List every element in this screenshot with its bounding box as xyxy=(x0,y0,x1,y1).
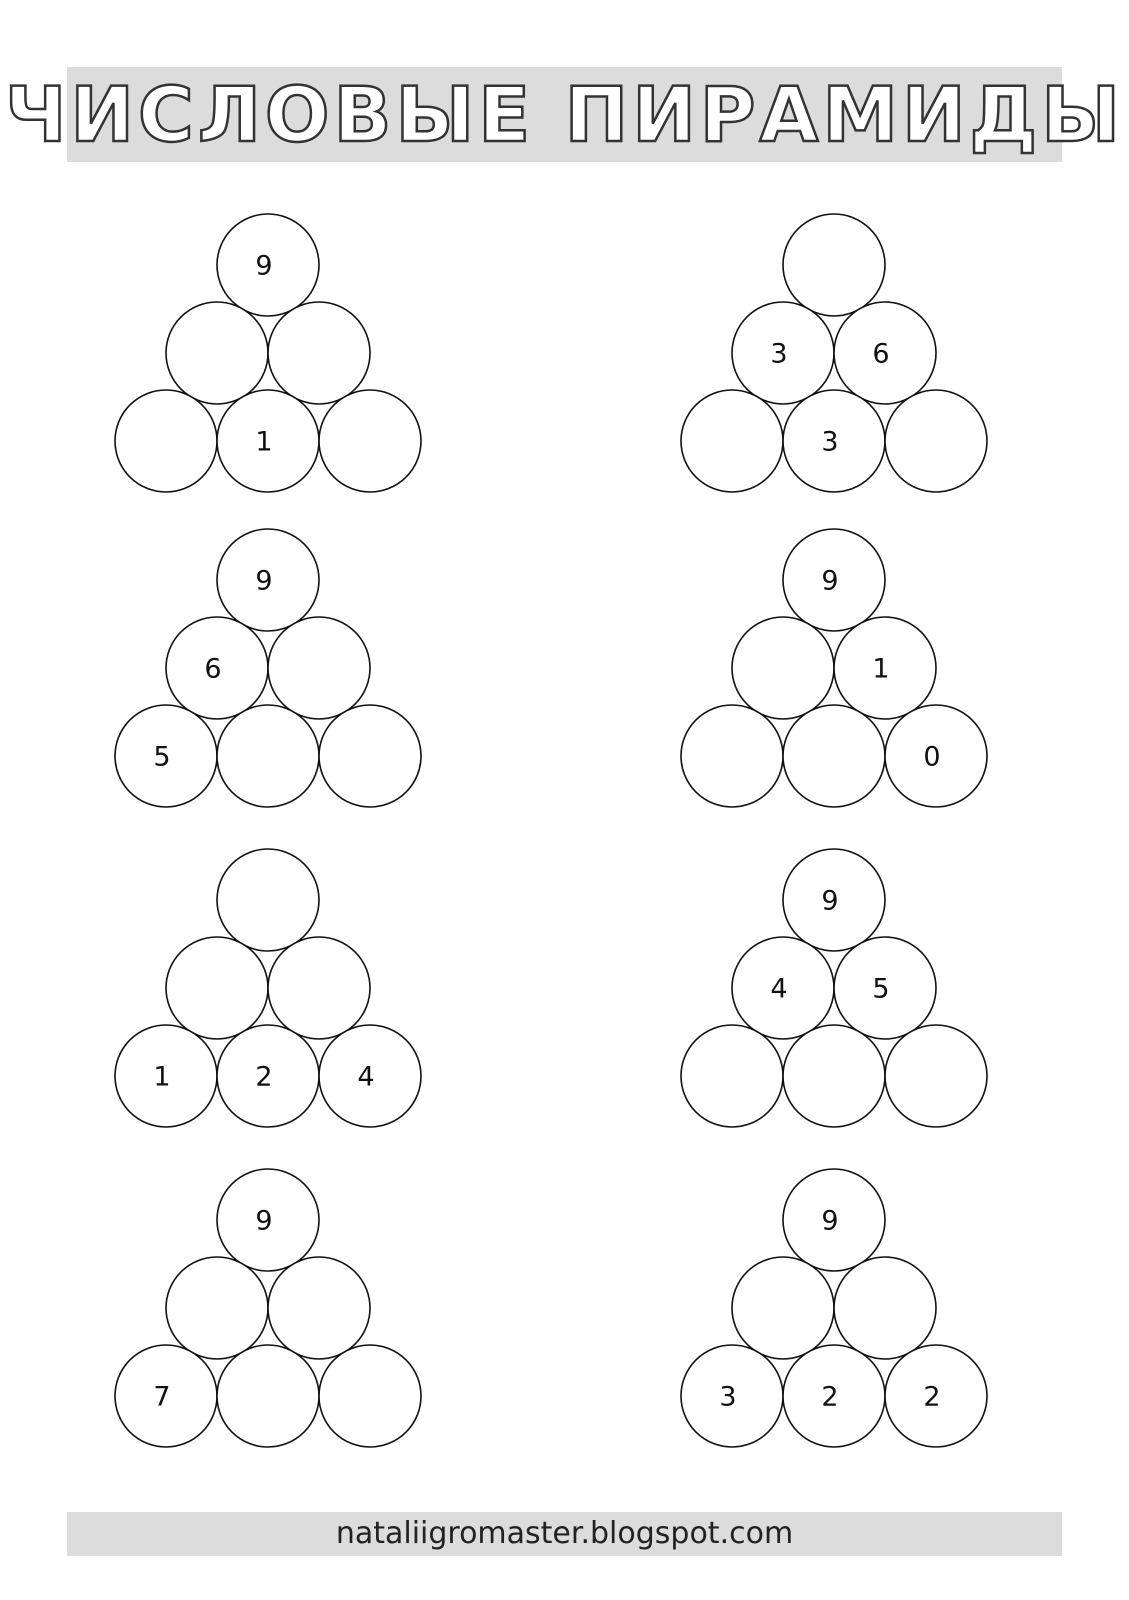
pyramid-3: 9 6 5 xyxy=(114,528,422,808)
pyramid-cell[interactable] xyxy=(680,1024,784,1128)
pyramid-1: 91 xyxy=(114,213,422,493)
pyramid-cell[interactable] xyxy=(782,848,886,952)
pyramid-cell[interactable] xyxy=(782,704,886,808)
pyramid-cell[interactable] xyxy=(680,704,784,808)
title-banner: ЧИСЛОВЫЕ ПИРАМИДЫ xyxy=(4,67,1121,162)
page-title: ЧИСЛОВЫЕ ПИРАМИДЫ xyxy=(4,69,1124,159)
pyramid-cell[interactable] xyxy=(267,301,371,405)
pyramid-cell[interactable] xyxy=(884,1024,988,1128)
pyramid-cell-value: 9 xyxy=(821,566,838,597)
pyramid-cell[interactable] xyxy=(731,616,835,720)
pyramid-cell-value: 2 xyxy=(821,1382,838,1413)
pyramid-cell-value: 1 xyxy=(153,1062,170,1093)
pyramid-cell[interactable] xyxy=(782,1168,886,1272)
pyramid-cell-value: 4 xyxy=(357,1062,374,1093)
pyramid-cell[interactable] xyxy=(731,1256,835,1360)
pyramid-cell[interactable] xyxy=(884,1344,988,1448)
pyramid-cell-value: 0 xyxy=(923,742,940,773)
pyramid-cell-value: 3 xyxy=(821,427,838,458)
pyramid-cell[interactable] xyxy=(884,389,988,493)
pyramid-cell[interactable] xyxy=(165,301,269,405)
pyramid-cell-value: 6 xyxy=(872,339,889,370)
pyramid-cell[interactable] xyxy=(782,528,886,632)
pyramid-cell[interactable] xyxy=(833,936,937,1040)
pyramid-6: 9 4 5 xyxy=(680,848,988,1128)
pyramid-cell-value: 9 xyxy=(255,566,272,597)
pyramid-cell[interactable] xyxy=(318,1024,422,1128)
pyramid-cell[interactable] xyxy=(216,1344,320,1448)
pyramid-cell[interactable] xyxy=(216,213,320,317)
pyramid-cell[interactable] xyxy=(782,213,886,317)
pyramid-cell[interactable] xyxy=(216,528,320,632)
pyramid-cell[interactable] xyxy=(884,704,988,808)
pyramid-4: 9 1 0 xyxy=(680,528,988,808)
pyramid-cell[interactable] xyxy=(216,848,320,952)
pyramid-cell-value: 9 xyxy=(255,251,272,282)
pyramid-cell-value: 3 xyxy=(770,339,787,370)
pyramid-cell-value: 4 xyxy=(770,974,787,1005)
pyramid-cell[interactable] xyxy=(318,1344,422,1448)
pyramid-cell[interactable] xyxy=(318,389,422,493)
pyramid-cell[interactable] xyxy=(782,1024,886,1128)
pyramid-cell[interactable] xyxy=(680,389,784,493)
pyramid-cell-value: 1 xyxy=(872,654,889,685)
pyramid-cell[interactable] xyxy=(216,1168,320,1272)
pyramid-7: 97 xyxy=(114,1168,422,1448)
pyramid-cell[interactable] xyxy=(833,616,937,720)
footer-banner: nataliigromaster.blogspot.com xyxy=(67,1512,1062,1556)
pyramid-cell-value: 2 xyxy=(923,1382,940,1413)
pyramid-cell[interactable] xyxy=(216,704,320,808)
pyramid-8: 9 3 2 2 xyxy=(680,1168,988,1448)
pyramid-cell[interactable] xyxy=(318,704,422,808)
pyramid-cell[interactable] xyxy=(165,1256,269,1360)
pyramid-cell[interactable] xyxy=(267,936,371,1040)
pyramid-cell[interactable] xyxy=(267,1256,371,1360)
pyramid-cell-value: 2 xyxy=(255,1062,272,1093)
pyramid-cell-value: 7 xyxy=(153,1382,170,1413)
pyramid-cell-value: 1 xyxy=(255,427,272,458)
pyramid-cell-value: 5 xyxy=(153,742,170,773)
pyramid-2: 3 6 3 xyxy=(680,213,988,493)
pyramid-cell[interactable] xyxy=(833,301,937,405)
pyramid-cell[interactable] xyxy=(114,389,218,493)
pyramid-cell-value: 3 xyxy=(719,1382,736,1413)
pyramid-cell[interactable] xyxy=(833,1256,937,1360)
pyramid-5: 1 2 4 xyxy=(114,848,422,1128)
pyramid-cell[interactable] xyxy=(267,616,371,720)
footer-url: nataliigromaster.blogspot.com xyxy=(335,1516,794,1551)
pyramid-cell-value: 9 xyxy=(821,1206,838,1237)
pyramid-cell-value: 6 xyxy=(204,654,221,685)
pyramid-cell-value: 5 xyxy=(872,974,889,1005)
pyramid-cell-value: 9 xyxy=(255,1206,272,1237)
pyramid-cell[interactable] xyxy=(165,936,269,1040)
pyramid-cell-value: 9 xyxy=(821,886,838,917)
